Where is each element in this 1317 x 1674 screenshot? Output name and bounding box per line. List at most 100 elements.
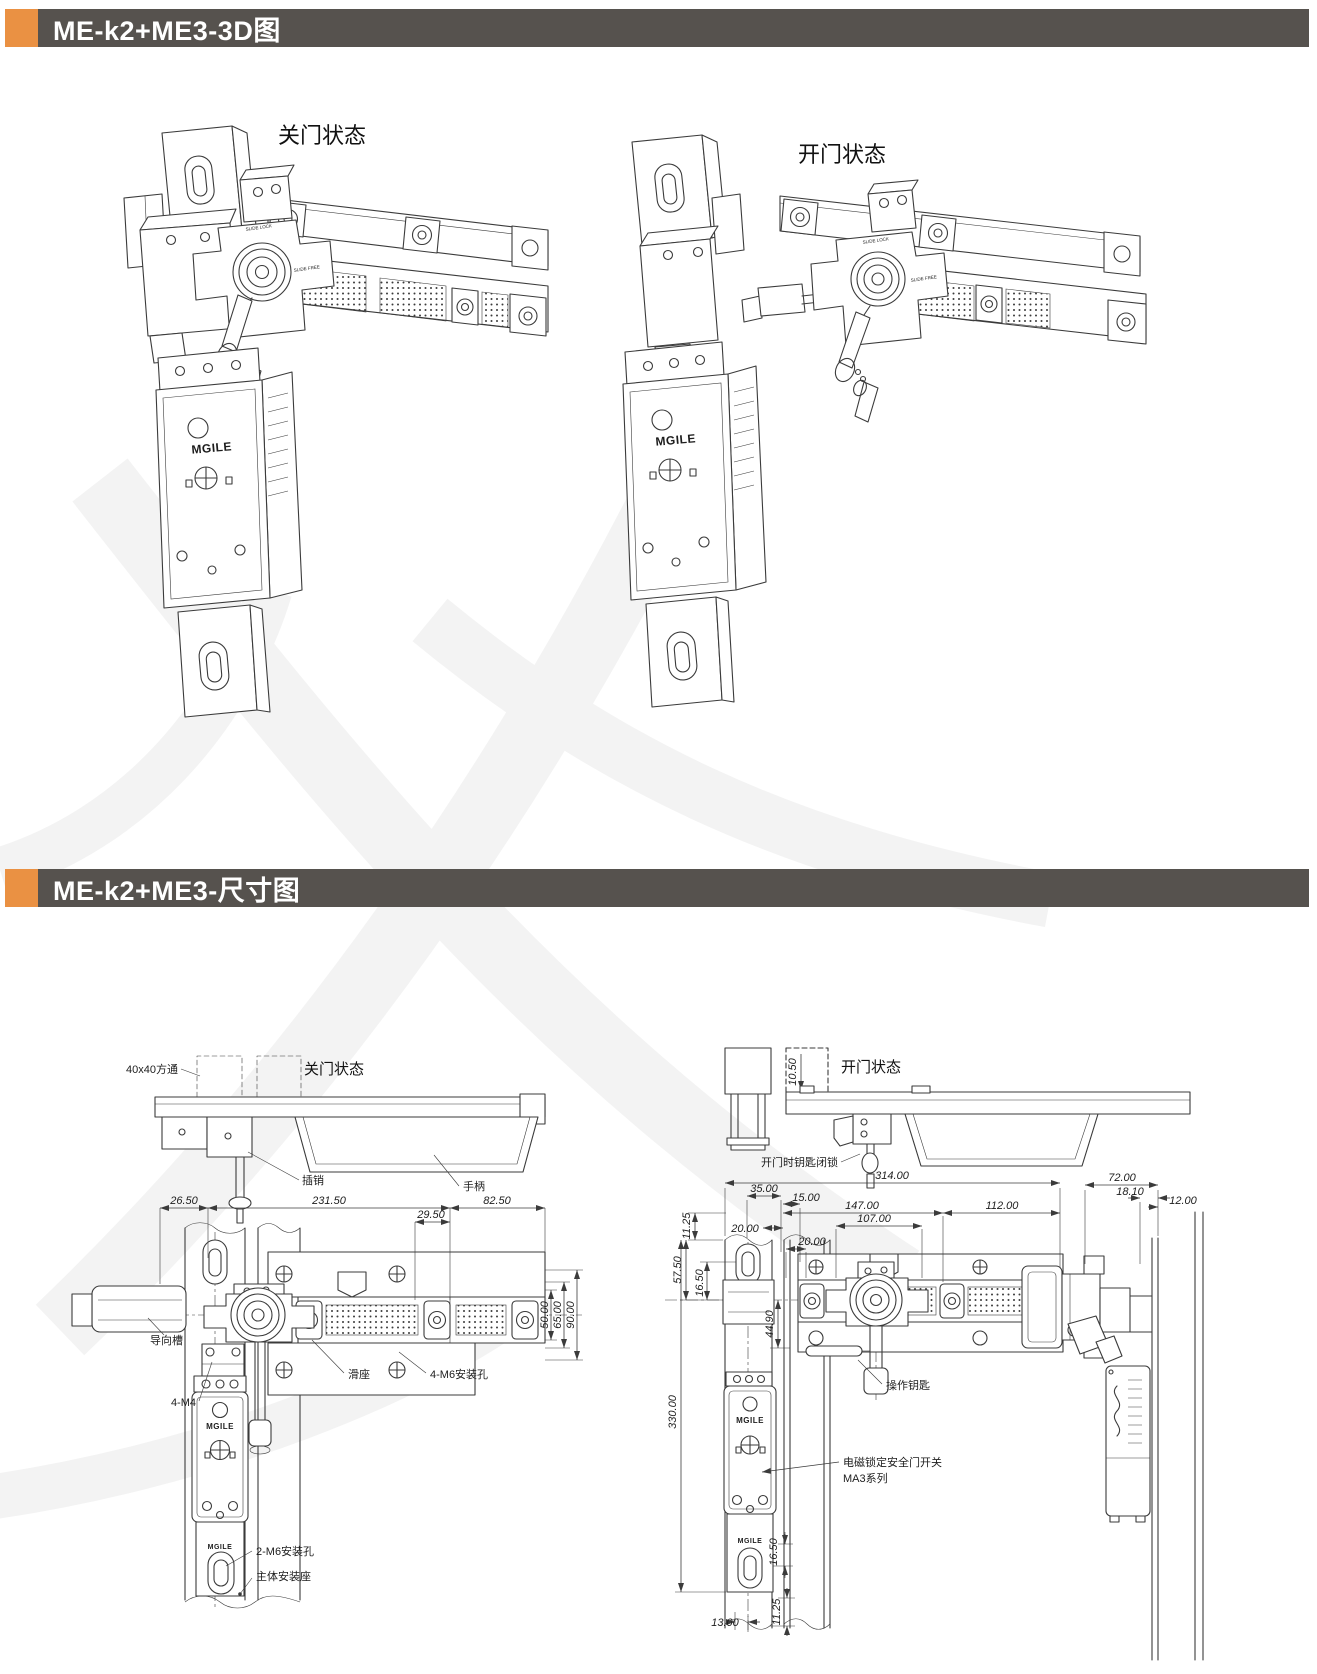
square-tube-label: 40x40方通: [126, 1062, 178, 1076]
brand-logo: MGILE: [738, 1538, 763, 1545]
m4-label: 4-M4: [171, 1397, 196, 1409]
dim-147-00: 147.00: [845, 1200, 880, 1212]
dim-16-50: 16.50: [694, 1268, 706, 1296]
slide-free-marking: SLIDE FREE: [293, 264, 320, 273]
section-title-3d: ME-k2+ME3-3D图: [53, 15, 281, 46]
dim-20-00-a: 20.00: [730, 1223, 759, 1235]
drawing-3d-open: 开门状态: [622, 134, 1147, 708]
bracket-stack: [1021, 1255, 1153, 1359]
lock-cylinder: [232, 242, 292, 302]
body-mount-base-label: 主体安装座: [256, 1569, 311, 1583]
latch-pin-front: [248, 1341, 272, 1455]
cross-bracket: [825, 1261, 929, 1327]
dim-20-00-b: 20.00: [797, 1236, 826, 1248]
latch-bracket-side: [833, 1113, 892, 1189]
guide-slot-block: [71, 1285, 187, 1333]
dim-90-00: 90.00: [565, 1300, 577, 1328]
dim-18-10: 18.10: [1116, 1186, 1144, 1198]
solenoid-head: [139, 208, 239, 364]
section-title-dims: ME-k2+ME3-尺寸图: [53, 875, 301, 906]
slide-free-marking: SLIDE FREE: [910, 274, 937, 283]
open-state-title: 开门状态: [798, 142, 886, 167]
switch-name-label: 电磁锁定安全门开关: [843, 1455, 942, 1469]
dim-12-00: 12.00: [1169, 1195, 1197, 1207]
lock-cylinder: [850, 251, 906, 307]
key-locked-when-open-label: 开门时钥匙闭锁: [761, 1155, 838, 1169]
section-header-3d: ME-k2+ME3-3D图: [5, 9, 1309, 47]
keys: [834, 305, 879, 423]
dim-15-00: 15.00: [792, 1192, 820, 1204]
open-dim-title: 开门状态: [841, 1059, 901, 1076]
operating-key: [805, 1325, 889, 1395]
dim-112-00: 112.00: [986, 1200, 1020, 1212]
mounting-rail-top: [631, 134, 745, 255]
slide-seat-label: 滑座: [348, 1367, 370, 1381]
slide-lock-tab: [239, 164, 295, 223]
lock-body-front: MGILE MGILE: [723, 1371, 777, 1593]
part-labels: 操作钥匙 电磁锁定安全门开关 MA3系列: [761, 1359, 942, 1485]
dim-65-00: 65.00: [552, 1300, 564, 1328]
handle-label: 手柄: [463, 1179, 485, 1193]
dim-13-00: 13.00: [711, 1617, 739, 1629]
hanging-key: [1067, 1315, 1123, 1364]
closed-state-title: 关门状态: [278, 123, 366, 148]
dim-11-25-bottom: 11.25: [771, 1598, 783, 1626]
slide-lock-marking: SLIDE LOCK: [862, 236, 889, 245]
header-bar: ME-k2+ME3-3D图: [38, 9, 1309, 47]
body-mount-holes-label: 2-M6安装孔: [256, 1544, 314, 1558]
dim-57-50: 57.50: [672, 1255, 684, 1283]
slide-lock-tab: [867, 179, 919, 233]
header-accent-block: [5, 869, 38, 907]
slide-seat-plate: [797, 1253, 1064, 1281]
arm-mount-holes-label: 4-M6安装孔: [430, 1367, 488, 1381]
slide-lock-marking: SLIDE LOCK: [245, 223, 272, 232]
lock-body: MGILE: [155, 347, 303, 609]
switch-series-label: MA3系列: [843, 1471, 888, 1485]
open-latch-bracket: [741, 283, 839, 323]
dim-29-50: 29.50: [416, 1209, 445, 1221]
lock-body: MGILE: [622, 341, 767, 601]
rail-bottom: [177, 604, 271, 718]
handle-arm-band: [295, 1296, 546, 1344]
dim-44-90: 44.90: [764, 1309, 776, 1337]
dim-314-00: 314.00: [875, 1170, 910, 1182]
dim-26-50: 26.50: [169, 1195, 198, 1207]
dimension-lines: 26.50 231.50 82.50 29.50 50.00 65.00 90.…: [159, 1195, 583, 1361]
brand-logo: MGILE: [206, 1422, 234, 1431]
header-bar: ME-k2+ME3-尺寸图: [38, 869, 1309, 907]
brand-logo: MGILE: [191, 439, 233, 456]
brand-logo: MGILE: [655, 431, 697, 448]
dim-50-00: 50.00: [539, 1300, 551, 1328]
dim-231-50: 231.50: [311, 1195, 347, 1207]
part-labels: 导向槽 滑座 4-M6安装孔 4-M4 2-M6安装孔 主体安装座: [147, 1317, 488, 1596]
dim-open-side-view: 开门状态 10.50 开门时钥匙闭锁: [724, 1047, 1191, 1189]
brand-logo: MGILE: [208, 1544, 233, 1551]
dim-open-side-profile: 72.00 18.10 12.00: [1021, 1172, 1204, 1661]
dim-open-front-view: MGILE MGILE 314.00 35.00 15.00 147.00 11…: [665, 1170, 1075, 1636]
latch-pin-label: 插销: [302, 1173, 324, 1187]
header-accent-block: [5, 9, 38, 47]
dim-72-00: 72.00: [1108, 1172, 1136, 1184]
dim-330-00: 330.00: [667, 1394, 679, 1429]
dim-10-50: 10.50: [787, 1057, 799, 1085]
operating-key-label: 操作钥匙: [886, 1378, 930, 1392]
cross-bracket: [203, 1283, 315, 1343]
dimension-lines: 72.00 18.10 12.00: [1084, 1172, 1198, 1264]
dim-107-00: 107.00: [857, 1213, 892, 1225]
dim-closed-front-view: MGILE MGILE 26.50 231.50 82.50 29.50 50.…: [71, 1195, 583, 1609]
brand-logo: MGILE: [736, 1416, 764, 1425]
lock-body-side: [1105, 1365, 1151, 1523]
dim-16-50-bottom: 16.50: [768, 1537, 780, 1565]
slide-seat-plate: [267, 1251, 546, 1396]
closed-dim-title: 关门状态: [304, 1061, 364, 1078]
section-header-dims: ME-k2+ME3-尺寸图: [5, 869, 1309, 907]
dimension-lines: 314.00 35.00 15.00 147.00 112.00 107.00 …: [667, 1170, 1061, 1636]
dim-11-25-top: 11.25: [681, 1212, 693, 1240]
dim-82-50: 82.50: [483, 1195, 511, 1207]
guide-slot-label: 导向槽: [150, 1333, 183, 1347]
rail-bottom: [645, 596, 735, 708]
dim-35-00: 35.00: [750, 1183, 778, 1195]
lock-body-front: MGILE MGILE: [191, 1375, 249, 1597]
